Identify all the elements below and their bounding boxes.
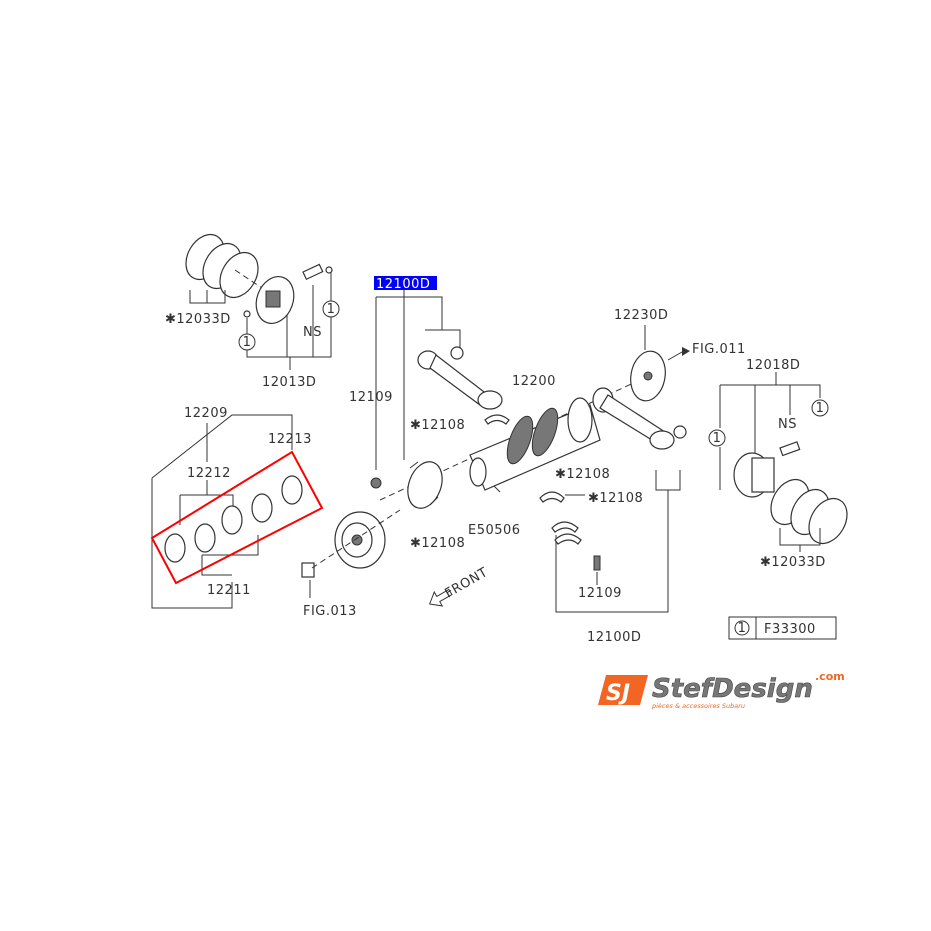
piston-pin-right[interactable] xyxy=(779,441,801,457)
stefdesign-logo: SJ StefDesign .com pièces & accessoires … xyxy=(598,670,845,710)
svg-text:SJ: SJ xyxy=(606,681,630,706)
svg-text:1: 1 xyxy=(243,335,252,350)
piston-left[interactable] xyxy=(250,271,300,328)
connecting-rod-right[interactable] xyxy=(592,387,687,450)
label-piston-left[interactable]: 12013D xyxy=(262,375,316,390)
pulley-bolt[interactable] xyxy=(301,562,315,578)
svg-text:1: 1 xyxy=(327,302,336,317)
label-piston-rings-left[interactable]: ✱12033D xyxy=(165,312,231,327)
label-12211[interactable]: 12211 xyxy=(207,583,251,598)
svg-text:1: 1 xyxy=(713,431,722,446)
crank-pulley[interactable] xyxy=(334,511,386,569)
label-conrod-bolt-top[interactable]: 12109 xyxy=(349,390,393,405)
circle-note: 1 xyxy=(811,399,829,417)
label-12100D-highlighted[interactable]: 12100D xyxy=(376,277,430,292)
label-piston-rings-right[interactable]: ✱12033D xyxy=(760,555,826,570)
label-bearing-right[interactable]: ✱12108 xyxy=(588,491,643,506)
arrow-fig011 xyxy=(667,351,683,361)
label-ns-right: NS xyxy=(778,417,797,432)
svg-text:StefDesign: StefDesign xyxy=(652,674,813,704)
bearing-mid[interactable] xyxy=(539,491,565,503)
svg-text:pièces & accessoires Subaru: pièces & accessoires Subaru xyxy=(651,702,745,710)
legend-symbol: 1 xyxy=(738,621,747,636)
circle-note: 1 xyxy=(322,300,340,318)
label-flywheel-plate[interactable]: 12230D xyxy=(614,308,668,323)
connecting-rod-top[interactable] xyxy=(417,346,503,410)
piston-pin-left[interactable] xyxy=(302,263,324,281)
label-fig013[interactable]: FIG.013 xyxy=(303,604,357,619)
label-12213[interactable]: 12213 xyxy=(268,432,312,447)
piston-rings-left[interactable] xyxy=(178,228,265,305)
label-fig011[interactable]: FIG.011 xyxy=(692,342,746,357)
main-bearing-left[interactable] xyxy=(402,457,448,513)
legend-code: F33300 xyxy=(764,622,816,637)
woodruff-key xyxy=(493,485,501,493)
main-bearing-set[interactable] xyxy=(164,475,303,563)
label-front: FRONT xyxy=(443,565,491,601)
front-arrow-icon xyxy=(428,588,453,607)
conrod-bolt-bottom[interactable] xyxy=(593,555,601,571)
piston-right[interactable] xyxy=(733,452,775,498)
circle-note: 1 xyxy=(708,429,726,447)
legend-box: 1 F33300 xyxy=(728,616,837,640)
label-bearing-bottom[interactable]: ✱12108 xyxy=(410,536,465,551)
selection-outline xyxy=(150,450,324,585)
svg-text:1: 1 xyxy=(816,401,825,416)
label-bearing-set[interactable]: 12209 xyxy=(184,406,228,421)
label-ns-left: NS xyxy=(303,325,322,340)
bearing-lower[interactable] xyxy=(551,521,582,545)
label-piston-right[interactable]: 12018D xyxy=(746,358,800,373)
label-12212[interactable]: 12212 xyxy=(187,466,231,481)
svg-text:.com: .com xyxy=(815,670,845,683)
bearing-top[interactable] xyxy=(484,414,510,425)
crankshaft[interactable] xyxy=(469,397,601,491)
highlight-box xyxy=(374,276,437,290)
label-bearing-top[interactable]: ✱12108 xyxy=(410,418,465,433)
label-key[interactable]: E50506 xyxy=(468,523,521,538)
label-conrod-bolt-bottom[interactable]: 12109 xyxy=(578,586,622,601)
circle-note: 1 xyxy=(238,333,256,351)
label-crankshaft[interactable]: 12200 xyxy=(512,374,556,389)
label-conrod-bottom[interactable]: 12100D xyxy=(587,630,641,645)
conrod-nut-top[interactable] xyxy=(370,477,382,489)
label-bearing-mid[interactable]: ✱12108 xyxy=(555,467,610,482)
piston-rings-right[interactable] xyxy=(763,473,854,551)
flywheel-plate[interactable] xyxy=(627,348,669,403)
